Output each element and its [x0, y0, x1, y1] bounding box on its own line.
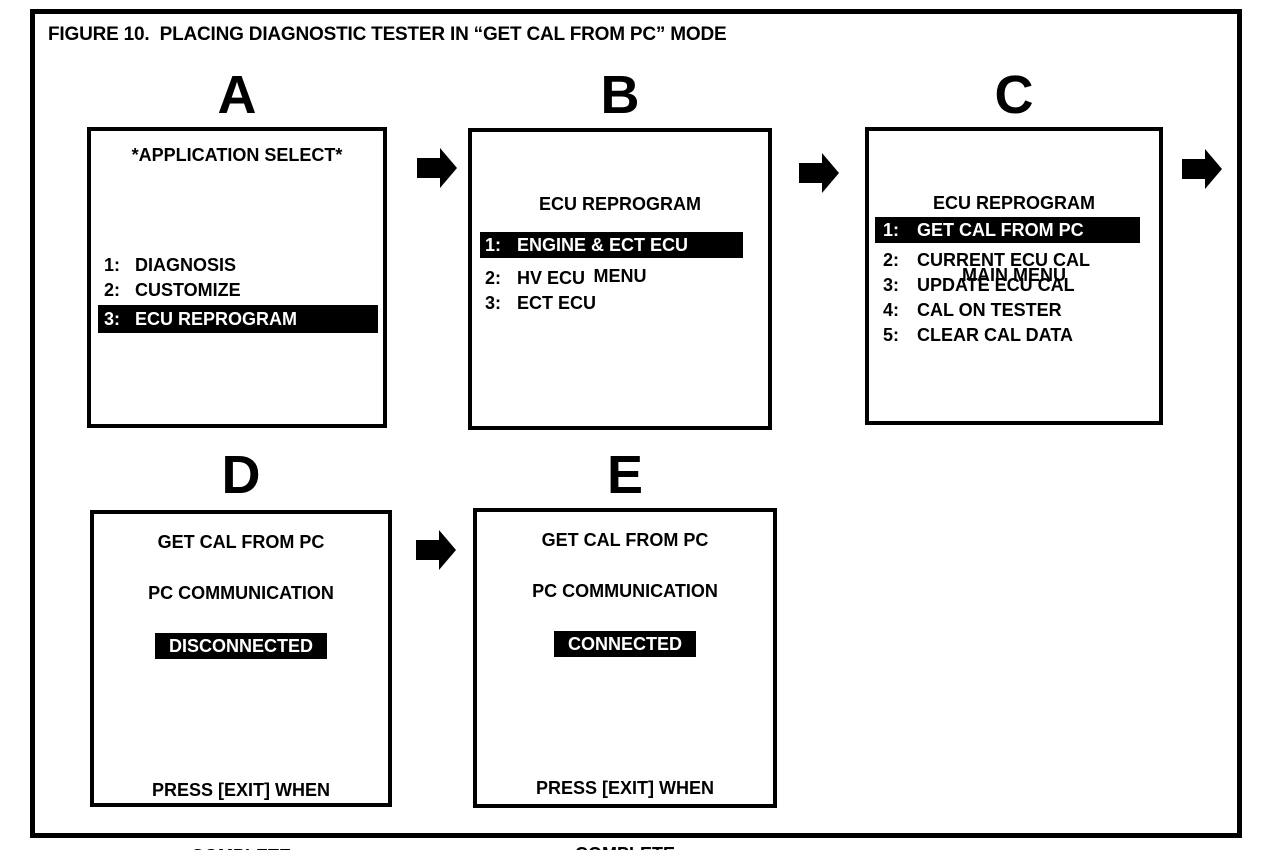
menu-item-label: ENGINE & ECT ECU [517, 234, 689, 255]
menu-item-highlighted: 1: GET CAL FROM PC [875, 217, 1140, 243]
screen-c-title-line2: MAIN MENU [962, 265, 1066, 285]
flow-arrow-b-c [799, 150, 839, 196]
menu-item-label: CLEAR CAL DATA [917, 325, 1073, 345]
screen-a-title: *APPLICATION SELECT* [131, 145, 343, 165]
menu-item: 2: CURRENT ECU CAL [875, 248, 1140, 273]
screen-d-line2: PC COMMUNICATION [148, 583, 334, 603]
menu-item-label: CAL ON TESTER [917, 300, 1062, 320]
flow-arrow-a-b [417, 145, 457, 191]
menu-item-label: UPDATE ECU CAL [917, 275, 1075, 295]
panel-a-label: A [217, 65, 257, 125]
panel-e-screen: GET CAL FROM PC PC COMMUNICATION CONNECT… [473, 508, 777, 850]
menu-item-label: HV ECU [517, 268, 586, 288]
screen-d-footer-line1: PRESS [EXIT] WHEN [151, 780, 330, 800]
menu-item-number: 4: [883, 300, 900, 320]
panel-d-screen: GET CAL FROM PC PC COMMUNICATION DISCONN… [90, 510, 392, 850]
screen-b-title-line1: ECU REPROGRAM [538, 194, 701, 214]
menu-item-highlighted: 1: ENGINE & ECT ECU [480, 232, 743, 258]
panel-c-screen: ECU REPROGRAM MAIN MENU 1: GET CAL FROM … [865, 127, 1163, 425]
menu-item-label: ECU REPROGRAM [135, 308, 298, 329]
arrow-right-icon [416, 530, 456, 570]
panel-a-screen: *APPLICATION SELECT* 1: DIAGNOSIS 2: CUS… [87, 127, 387, 428]
panel-b-label: B [600, 65, 640, 125]
screen-d-footer: PRESS [EXIT] WHEN COMPLETE [94, 735, 388, 850]
screen-b-menu: 1: ENGINE & ECT ECU 2: HV ECU 3: ECT ECU [480, 232, 743, 316]
menu-item-number: 2: [104, 280, 121, 300]
panel-d-label: D [221, 445, 261, 505]
screen-c-title: ECU REPROGRAM MAIN MENU [869, 143, 1159, 335]
menu-item-label: CUSTOMIZE [135, 280, 241, 300]
menu-item: 2: HV ECU [480, 266, 743, 291]
screen-e-footer-line1: PRESS [EXIT] WHEN [535, 778, 714, 798]
menu-item: 4: CAL ON TESTER [875, 298, 1140, 323]
menu-item: 5: CLEAR CAL DATA [875, 323, 1140, 348]
screen-e-line2: PC COMMUNICATION [532, 581, 718, 601]
status-badge: CONNECTED [553, 631, 696, 657]
screen-e-status-row: CONNECTED [477, 631, 773, 657]
screen-c-menu: 1: GET CAL FROM PC 2: CURRENT ECU CAL 3:… [875, 217, 1140, 348]
panel-c-label: C [994, 65, 1034, 125]
arrow-right-icon [799, 153, 839, 193]
menu-item-number: 5: [883, 325, 900, 345]
screen-b-title-line2: MENU [593, 266, 647, 286]
arrow-right-icon [417, 148, 457, 188]
menu-item-number: 3: [104, 308, 121, 329]
menu-item-number: 2: [485, 268, 502, 288]
screen-d-line1: GET CAL FROM PC [157, 532, 325, 552]
menu-item-number: 3: [485, 293, 502, 313]
menu-item-number: 1: [485, 234, 502, 255]
screen-d-status-row: DISCONNECTED [94, 633, 388, 659]
screen-e-footer: PRESS [EXIT] WHEN COMPLETE [477, 733, 773, 850]
flow-arrow-d-e [416, 527, 456, 573]
screen-d-footer-line2: COMPLETE [94, 845, 388, 850]
screen-a-menu: 1: DIAGNOSIS 2: CUSTOMIZE 3: ECU REPROGR… [98, 253, 378, 333]
screen-b-title: ECU REPROGRAM MENU [472, 144, 768, 336]
menu-item-label: ECT ECU [517, 293, 597, 313]
screen-e-footer-line2: COMPLETE [477, 843, 773, 850]
menu-item-label: CURRENT ECU CAL [917, 250, 1090, 270]
menu-item: 3: UPDATE ECU CAL [875, 273, 1140, 298]
panel-e-label: E [606, 445, 644, 505]
screen-c-title-line1: ECU REPROGRAM [932, 193, 1095, 213]
status-badge: DISCONNECTED [154, 633, 327, 659]
menu-item: 2: CUSTOMIZE [98, 278, 378, 303]
menu-item-label: DIAGNOSIS [135, 255, 237, 275]
menu-item-highlighted: 3: ECU REPROGRAM [98, 305, 378, 333]
menu-item-number: 3: [883, 275, 900, 295]
menu-item-number: 1: [104, 255, 121, 275]
arrow-right-icon [1182, 149, 1222, 189]
figure-title: FIGURE 10. PLACING DIAGNOSTIC TESTER IN … [48, 24, 727, 45]
flow-arrow-c-next [1182, 146, 1222, 192]
menu-item-number: 2: [883, 250, 900, 270]
screen-e-line1: GET CAL FROM PC [541, 530, 709, 550]
menu-item: 1: DIAGNOSIS [98, 253, 378, 278]
menu-item-number: 1: [883, 219, 900, 240]
panel-b-screen: ECU REPROGRAM MENU 1: ENGINE & ECT ECU 2… [468, 128, 772, 430]
menu-item-label: GET CAL FROM PC [917, 219, 1084, 240]
menu-item: 3: ECT ECU [480, 291, 743, 316]
